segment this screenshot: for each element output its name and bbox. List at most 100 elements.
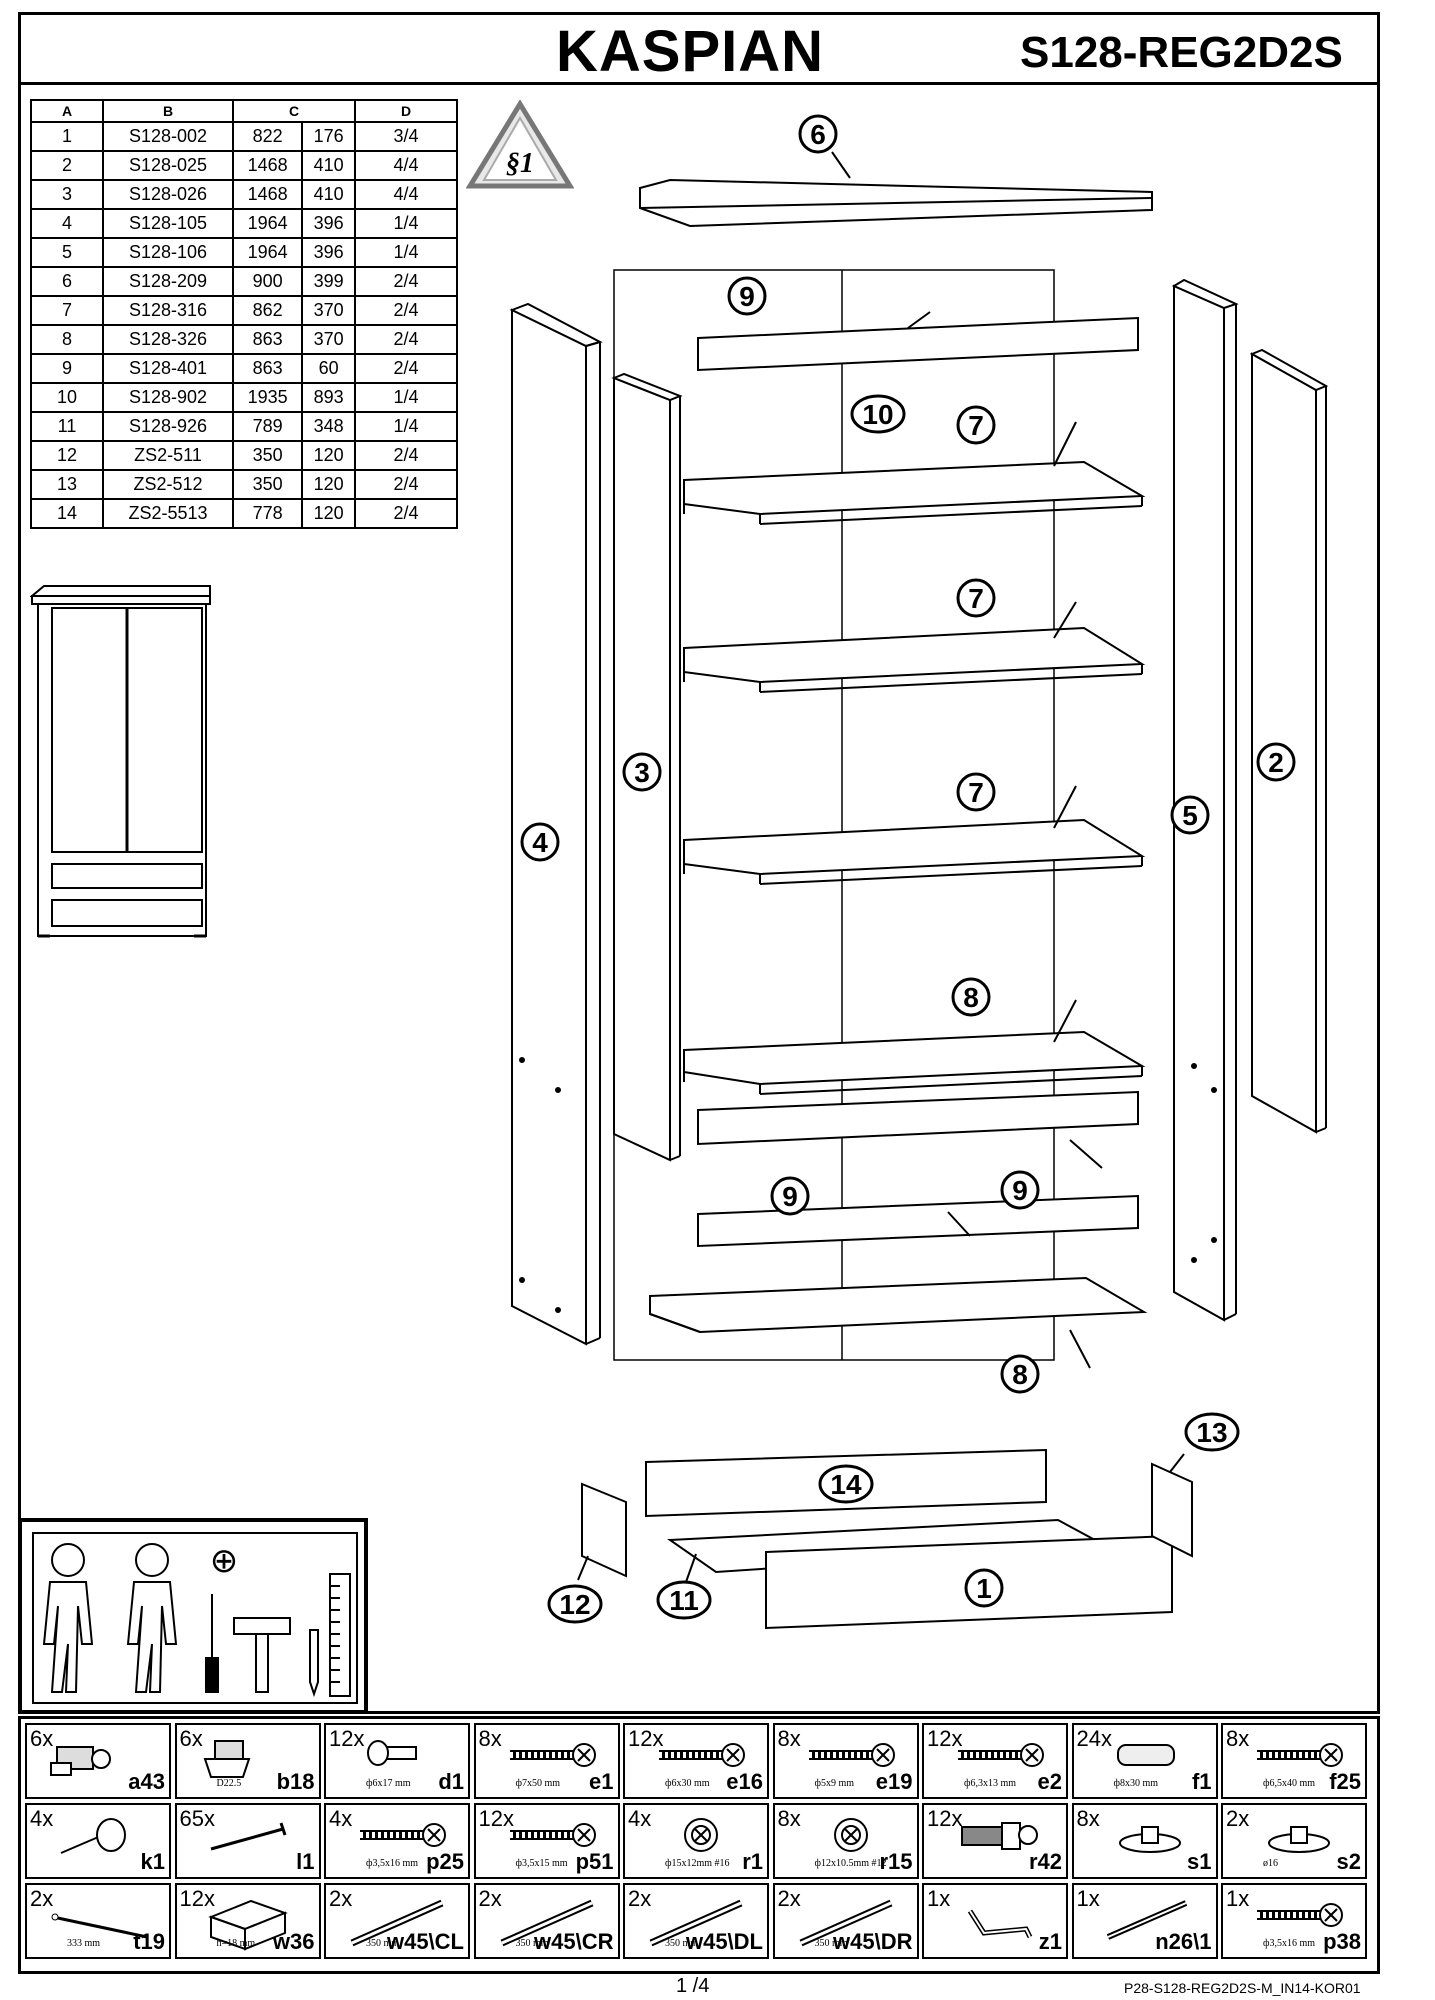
parts-cell-c1: 862 bbox=[231, 295, 304, 326]
callout-13: 13 bbox=[1184, 1412, 1240, 1452]
person-icon bbox=[126, 1543, 178, 1693]
hardware-qty: 8x bbox=[478, 1726, 502, 1751]
tools-inner-frame: ⊕ bbox=[32, 1532, 358, 1704]
hardware-dimension: 350 mm bbox=[515, 1938, 549, 1949]
callout-7: 7 bbox=[956, 405, 996, 445]
hardware-dimension: D22.5 bbox=[216, 1778, 242, 1789]
hardware-item: 8x s1 bbox=[1071, 1803, 1218, 1879]
tools-box: ⊕ bbox=[18, 1518, 368, 1714]
hardware-dimension: ф12x10.5mm #12 bbox=[814, 1858, 887, 1869]
parts-cell-c2: 120 bbox=[301, 440, 356, 471]
hardware-code: z1 bbox=[1038, 1929, 1062, 1954]
callout-2: 2 bbox=[1256, 742, 1296, 782]
page-frame bbox=[18, 12, 1380, 1714]
callout-8: 8 bbox=[1000, 1354, 1040, 1394]
hardware-qty: 2x bbox=[777, 1886, 801, 1911]
screw-icon bbox=[360, 1823, 446, 1847]
parts-cell-c2: 370 bbox=[301, 324, 356, 355]
hardware-qty: 2x bbox=[478, 1886, 502, 1911]
block-icon bbox=[207, 1899, 288, 1951]
slide-icon bbox=[649, 1899, 743, 1947]
screw-icon bbox=[808, 1743, 895, 1767]
col-c-header: C bbox=[232, 99, 356, 123]
parts-cell-d: 2/4 bbox=[354, 469, 458, 500]
parts-cell-b: ZS2-5513 bbox=[102, 498, 234, 529]
hardware-dimension: ф6x30 mm bbox=[665, 1778, 710, 1789]
hardware-qty: 12x bbox=[478, 1806, 514, 1831]
screw-icon bbox=[1257, 1903, 1343, 1927]
parts-cell-b: S128-026 bbox=[102, 179, 234, 210]
panel-7-shelf-b bbox=[683, 626, 1146, 684]
panel-9-rail bbox=[697, 316, 1139, 372]
hardware-code: l1 bbox=[296, 1849, 315, 1874]
parts-cell-a: 9 bbox=[30, 353, 104, 384]
parts-cell-c1: 350 bbox=[231, 440, 304, 471]
parts-cell-c2: 396 bbox=[301, 237, 356, 268]
hardware-dimension: ф6,5x40 mm bbox=[1263, 1778, 1316, 1789]
tools-illustration: ⊕ bbox=[42, 1541, 351, 1698]
hardware-code: f1 bbox=[1191, 1769, 1212, 1794]
hardware-code: s1 bbox=[1187, 1849, 1212, 1874]
parts-cell-d: 2/4 bbox=[354, 440, 458, 471]
parts-cell-c2: 120 bbox=[301, 498, 356, 529]
callout-10: 10 bbox=[850, 394, 906, 434]
hardware-qty: 4x bbox=[628, 1806, 652, 1831]
section-warning-triangle: §1 bbox=[466, 100, 574, 189]
parts-table-header: A B C D bbox=[30, 99, 458, 123]
screwdriver-icon bbox=[205, 1594, 219, 1693]
parts-cell-d: 1/4 bbox=[354, 411, 458, 442]
slide-icon bbox=[799, 1899, 892, 1947]
hardware-qty: 12x bbox=[927, 1726, 963, 1751]
parts-cell-c1: 863 bbox=[231, 353, 304, 384]
pencil-icon bbox=[309, 1629, 319, 1698]
hardware-qty: 1x bbox=[927, 1886, 951, 1911]
hardware-qty: 6x bbox=[179, 1726, 203, 1751]
parts-cell-d: 1/4 bbox=[354, 237, 458, 268]
parts-cell-a: 4 bbox=[30, 208, 104, 239]
product-title: KASPIAN bbox=[556, 19, 825, 84]
hardware-dimension: 333 mm bbox=[67, 1938, 101, 1949]
hardware-code: p51 bbox=[575, 1849, 614, 1874]
col-a-header: A bbox=[30, 99, 104, 123]
section-badge-text: §1 bbox=[506, 148, 534, 179]
slide-icon bbox=[350, 1899, 444, 1947]
callout-label: 2 bbox=[1268, 747, 1284, 778]
hardware-dimension: ø16 bbox=[1263, 1858, 1278, 1869]
hardware-code: d1 bbox=[438, 1769, 464, 1794]
callout-4: 4 bbox=[520, 822, 560, 862]
hardware-qty: 6x bbox=[30, 1726, 54, 1751]
parts-cell-c2: 893 bbox=[301, 382, 356, 413]
parts-cell-b: S128-106 bbox=[102, 237, 234, 268]
dowel-icon bbox=[1116, 1744, 1175, 1766]
hardware-qty: 8x bbox=[1076, 1806, 1100, 1831]
parts-cell-b: S128-105 bbox=[102, 208, 234, 239]
col-d-header: D bbox=[354, 99, 458, 123]
hardware-code: p25 bbox=[426, 1849, 464, 1874]
parts-cell-c1: 1964 bbox=[231, 237, 304, 268]
callout-label: 6 bbox=[810, 119, 826, 150]
parts-cell-b: S128-902 bbox=[102, 382, 234, 413]
screw-icon bbox=[509, 1823, 596, 1847]
hardware-qty: 2x bbox=[30, 1886, 54, 1911]
parts-cell-c1: 900 bbox=[231, 266, 304, 297]
parts-cell-c1: 863 bbox=[231, 324, 304, 355]
hardware-code: w45\CL bbox=[386, 1929, 464, 1954]
parts-cell-c1: 789 bbox=[231, 411, 304, 442]
callout-label: 8 bbox=[1012, 1359, 1028, 1390]
parts-cell-c1: 822 bbox=[231, 121, 304, 152]
cam-icon bbox=[684, 1818, 718, 1852]
hardware-code: b18 bbox=[276, 1769, 315, 1794]
hardware-code: s2 bbox=[1336, 1849, 1361, 1874]
